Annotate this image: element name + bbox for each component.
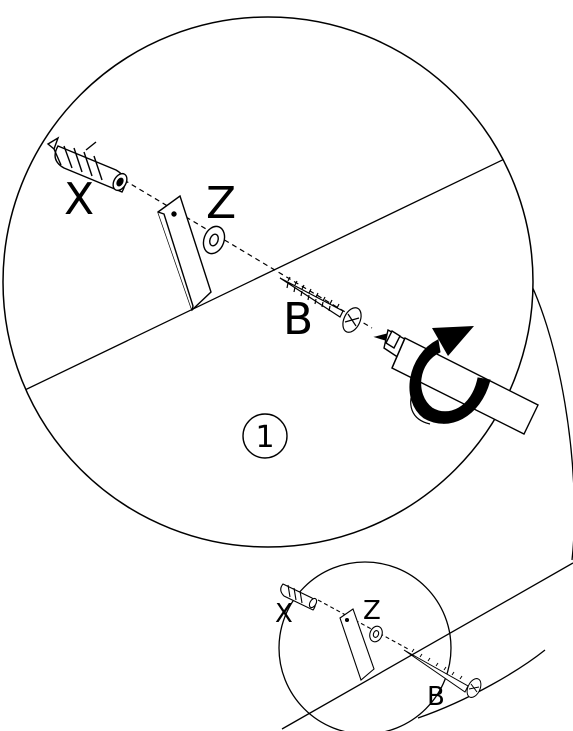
step-number: 1: [255, 420, 274, 455]
label-screw-b: B: [283, 294, 313, 345]
overview-label-anchor-x: X: [275, 599, 293, 629]
overview: X Z B: [275, 562, 573, 731]
overview-label-washer-z: Z: [363, 596, 381, 626]
detail-view: X Z B 1: [0, 17, 573, 547]
detail-circle-outline: [3, 17, 533, 547]
label-washer-z: Z: [206, 178, 236, 229]
label-anchor-x: X: [64, 174, 94, 225]
overview-label-screw-b: B: [427, 682, 445, 712]
